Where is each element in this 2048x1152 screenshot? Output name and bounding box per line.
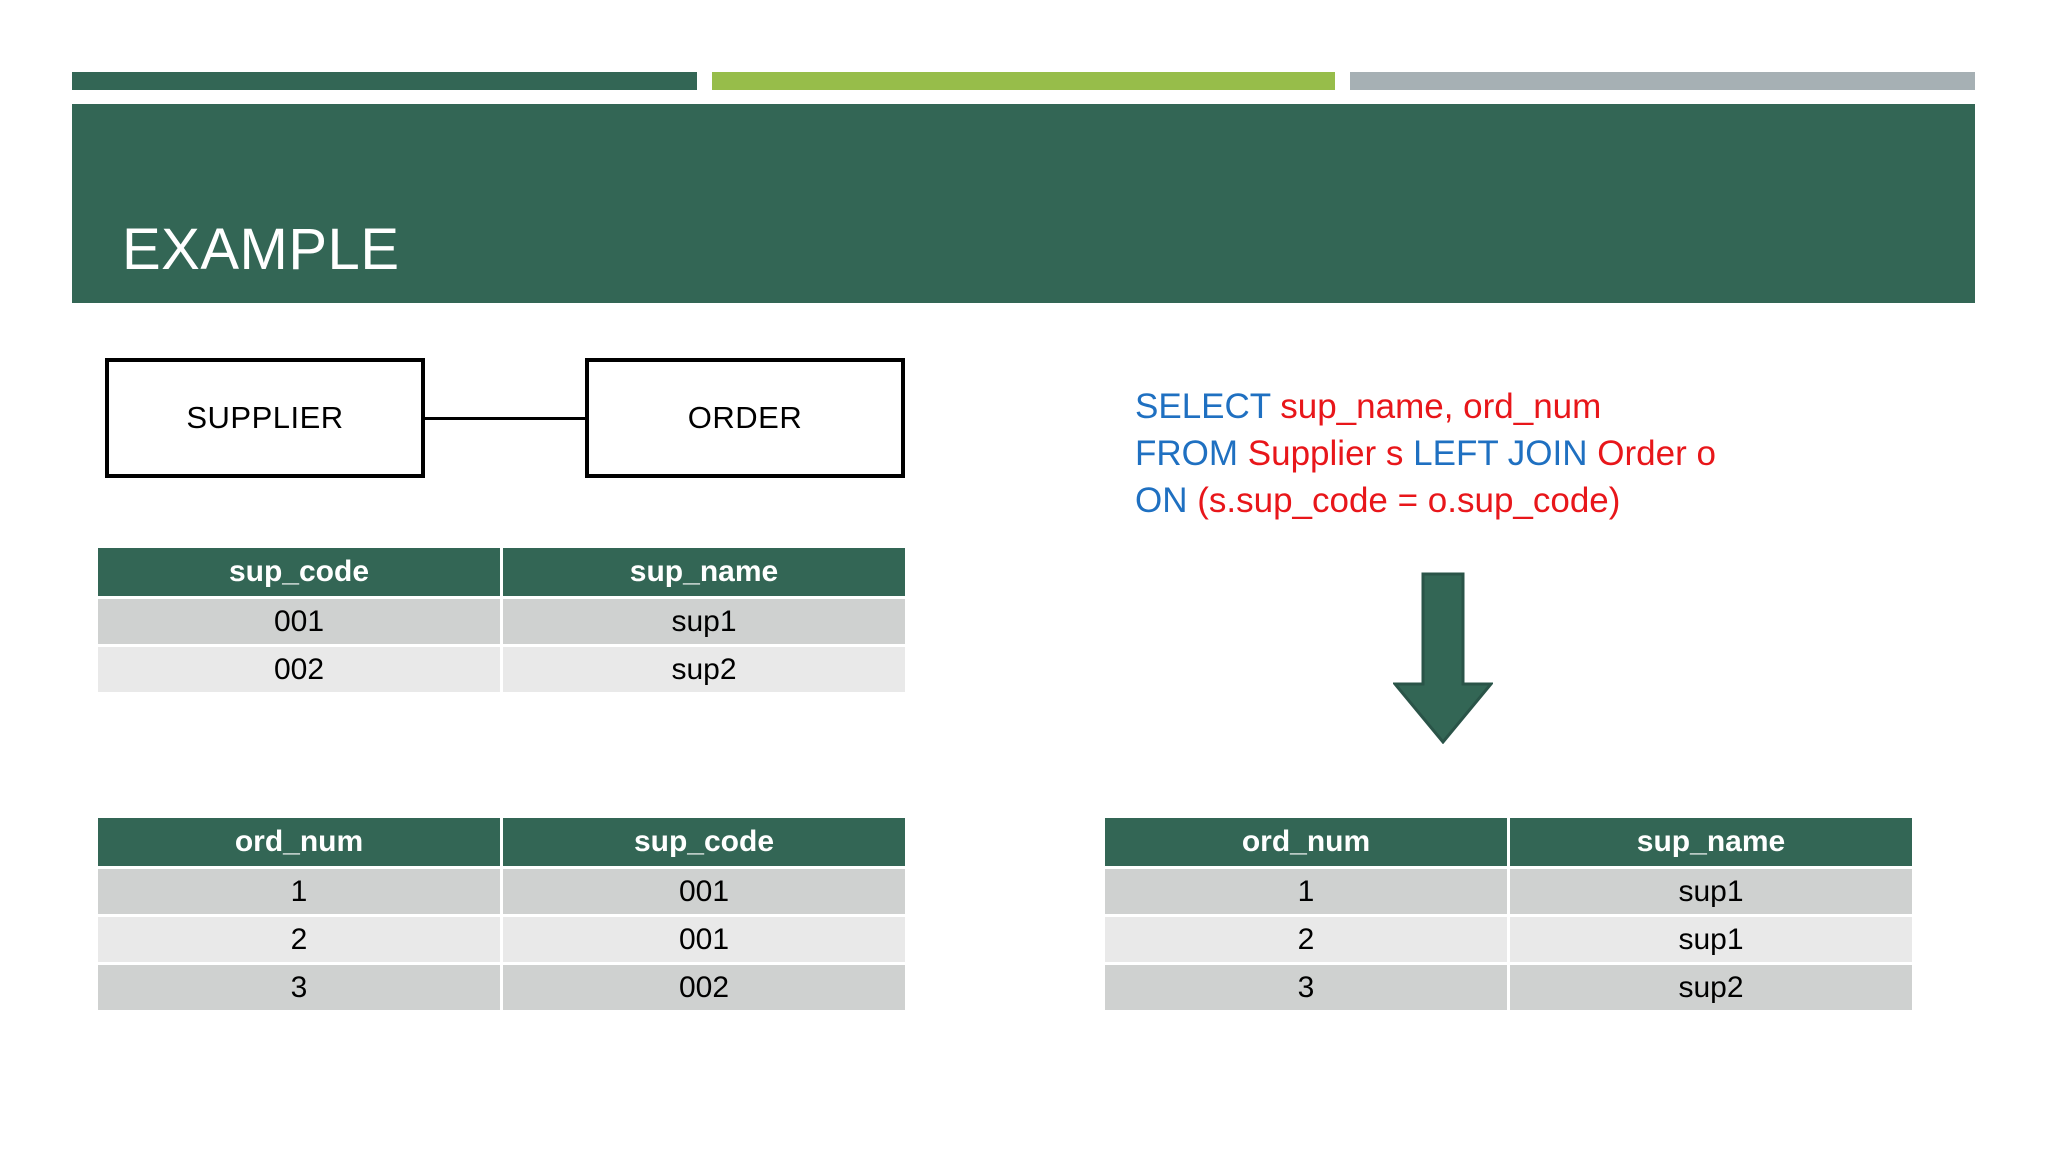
cell-sup-name: sup2: [1510, 965, 1912, 1010]
table-row: 1 001: [98, 869, 905, 914]
table-join-result: ord_num sup_name 1 sup1 2 sup1 3 sup2: [1102, 815, 1915, 1013]
cell-sup-code: 002: [503, 965, 905, 1010]
cell-sup-name: sup1: [1510, 869, 1912, 914]
sql-columns-list: sup_name, ord_num: [1270, 387, 1602, 426]
entity-box-supplier: SUPPLIER: [105, 358, 425, 478]
entity-box-order: ORDER: [585, 358, 905, 478]
table-row: 3 002: [98, 965, 905, 1010]
column-header-ord-num: ord_num: [1105, 818, 1507, 866]
table-row: 002 sup2: [98, 647, 905, 692]
column-header-sup-code: sup_code: [98, 548, 500, 596]
sql-keyword-left-join: LEFT JOIN: [1413, 434, 1588, 473]
table-row: 3 sup2: [1105, 965, 1912, 1010]
entity-label-order: ORDER: [687, 400, 803, 435]
column-header-sup-name: sup_name: [503, 548, 905, 596]
cell-ord-num: 2: [98, 917, 500, 962]
table-order: ord_num sup_code 1 001 2 001 3 002: [95, 815, 908, 1013]
sql-table-order: Order o: [1587, 434, 1716, 473]
cell-sup-code: 001: [98, 599, 500, 644]
table-header-row: sup_code sup_name: [98, 548, 905, 596]
cell-sup-code: 002: [98, 647, 500, 692]
accent-bar-dark-green: [72, 72, 697, 90]
table-header-row: ord_num sup_name: [1105, 818, 1912, 866]
title-banner: EXAMPLE: [72, 104, 1975, 303]
cell-sup-code: 001: [503, 917, 905, 962]
column-header-sup-name: sup_name: [1510, 818, 1912, 866]
sql-line-select: SELECT sup_name, ord_num: [1135, 383, 1955, 430]
accent-bar-light-green: [712, 72, 1335, 90]
accent-bar-gray: [1350, 72, 1975, 90]
page-title: EXAMPLE: [122, 217, 400, 282]
cell-sup-code: 001: [503, 869, 905, 914]
column-header-sup-code: sup_code: [503, 818, 905, 866]
sql-join-condition: (s.sup_code = o.sup_code): [1187, 481, 1621, 520]
table-row: 001 sup1: [98, 599, 905, 644]
cell-ord-num: 3: [1105, 965, 1507, 1010]
sql-table-supplier: Supplier s: [1238, 434, 1414, 473]
sql-keyword-select: SELECT: [1135, 387, 1271, 426]
cell-ord-num: 2: [1105, 917, 1507, 962]
sql-query-text: SELECT sup_name, ord_num FROM Supplier s…: [1135, 383, 1955, 524]
cell-ord-num: 1: [98, 869, 500, 914]
sql-keyword-on: ON: [1135, 481, 1188, 520]
cell-sup-name: sup2: [503, 647, 905, 692]
entity-connector-line: [425, 417, 585, 420]
sql-line-on: ON (s.sup_code = o.sup_code): [1135, 477, 1955, 524]
table-row: 1 sup1: [1105, 869, 1912, 914]
column-header-ord-num: ord_num: [98, 818, 500, 866]
table-supplier: sup_code sup_name 001 sup1 002 sup2: [95, 545, 908, 695]
cell-ord-num: 1: [1105, 869, 1507, 914]
table-header-row: ord_num sup_code: [98, 818, 905, 866]
cell-sup-name: sup1: [1510, 917, 1912, 962]
table-row: 2 001: [98, 917, 905, 962]
cell-sup-name: sup1: [503, 599, 905, 644]
sql-keyword-from: FROM: [1135, 434, 1239, 473]
sql-line-from: FROM Supplier s LEFT JOIN Order o: [1135, 430, 1955, 477]
table-row: 2 sup1: [1105, 917, 1912, 962]
entity-label-supplier: SUPPLIER: [186, 400, 344, 435]
down-arrow-icon: [1393, 572, 1493, 744]
cell-ord-num: 3: [98, 965, 500, 1010]
